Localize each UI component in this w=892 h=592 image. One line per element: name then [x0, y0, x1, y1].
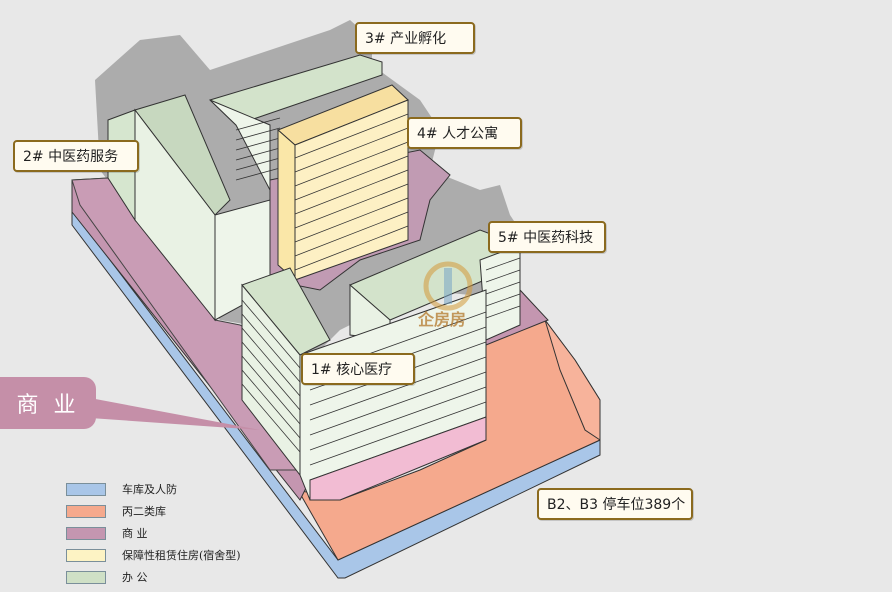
building3-floor-lines: [235, 117, 281, 181]
label-building5: 5# 中医药科技: [488, 221, 606, 253]
legend-label-warehouse: 丙二类库: [122, 505, 166, 518]
legend-item-housing: 保障性租赁住房(宿舍型): [66, 544, 241, 566]
commercial-callout-pointer: [90, 398, 260, 430]
building1-commercial-base: [309, 416, 487, 501]
legend-swatch-warehouse: [66, 504, 106, 518]
legend-swatch-housing: [66, 548, 106, 562]
label-parking: B2、B3 停车位389个: [537, 488, 693, 520]
legend-item-office: 办 公: [66, 566, 241, 588]
building1-left-lines: [241, 299, 301, 453]
building4-floor-lines: [294, 113, 409, 271]
label-building2: 2# 中医药服务: [13, 140, 139, 172]
legend-item-warehouse: 丙二类库: [66, 500, 241, 522]
commercial-callout: 商 业: [0, 377, 96, 429]
watermark-logo-icon: [423, 261, 473, 311]
building3-face: [209, 99, 271, 191]
legend-swatch-commercial: [66, 526, 106, 540]
label-building3: 3# 产业孵化: [355, 22, 475, 54]
building5-floor-lines: [485, 257, 521, 319]
legend-item-commercial: 商 业: [66, 522, 241, 544]
warehouse-rounded-end: [544, 319, 601, 441]
watermark-text: 企房房: [418, 310, 467, 329]
legend-label-housing: 保障性租赁住房(宿舍型): [122, 549, 241, 562]
legend-swatch-garage: [66, 482, 106, 496]
legend: 车库及人防 丙二类库 商 业 保障性租赁住房(宿舍型) 办 公: [66, 478, 241, 588]
label-building4: 4# 人才公寓: [407, 117, 522, 149]
building4-left-face: [277, 128, 296, 282]
legend-swatch-office: [66, 570, 106, 584]
building4-front-face: [294, 99, 409, 281]
legend-item-garage: 车库及人防: [66, 478, 241, 500]
label-building1: 1# 核心医疗: [301, 353, 415, 385]
legend-label-office: 办 公: [122, 571, 148, 584]
legend-label-commercial: 商 业: [122, 527, 148, 540]
legend-label-garage: 车库及人防: [122, 483, 177, 496]
